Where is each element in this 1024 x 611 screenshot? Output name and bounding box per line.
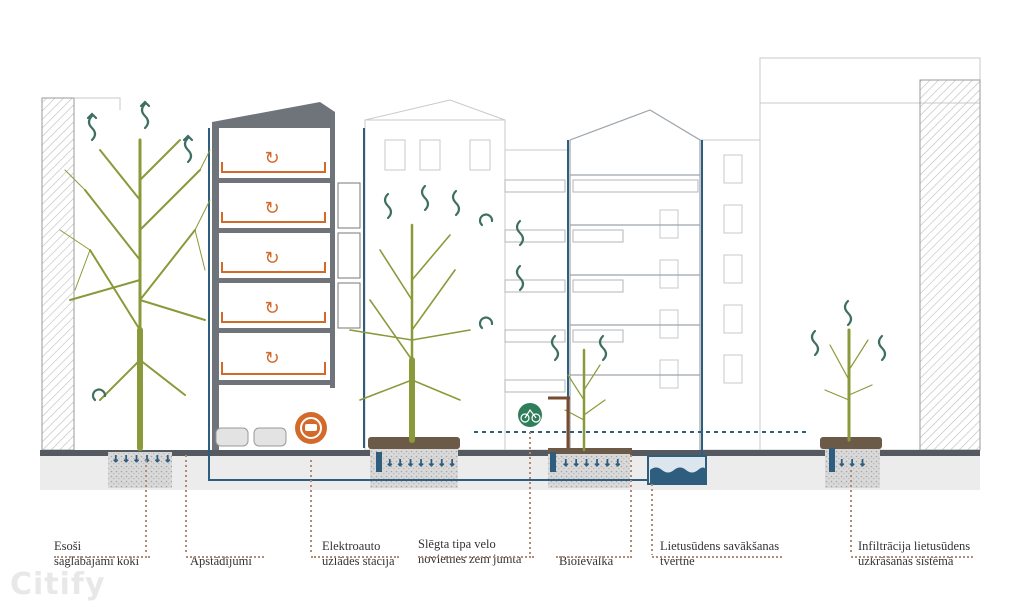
label-bike-parking-line1: Slēgta tipa velo — [418, 537, 496, 551]
label-bioswale: Bioievalka — [559, 539, 613, 569]
tree-middle — [349, 223, 471, 443]
svg-text:↓ ↓ ↓ ↓ ↓ ↓: ↓ ↓ ↓ ↓ ↓ ↓ — [562, 459, 622, 469]
watermark-logo: Citify — [10, 567, 106, 602]
label-trees-line1: Esoši — [54, 539, 82, 553]
label-trees-underline — [54, 556, 150, 558]
left-building-section: ↻ ↻ ↻ ↻ ↻ — [212, 102, 361, 450]
label-ev-charging-underline — [311, 556, 399, 558]
label-rain-tank-underline — [652, 556, 782, 558]
label-bioswale-underline — [556, 556, 632, 558]
label-rain-tank: Lietusūdens savākšanas tvertne — [660, 524, 779, 584]
ev-charging-icon — [295, 412, 327, 444]
label-ev-charging: Elektroauto uzlādes stacija — [322, 524, 395, 584]
svg-text:↻: ↻ — [264, 348, 279, 369]
air-flow-icons — [86, 100, 887, 402]
label-bike-parking-line2: novietnes zem jumta — [418, 552, 522, 566]
svg-text:↓ ↓ ↓ ↓ ↓ ↓ ↓: ↓ ↓ ↓ ↓ ↓ ↓ ↓ — [386, 459, 456, 469]
infiltration-arrows: ↓ ↓ ↓ ↓ ↓ ↓ ↓ ↓ ↓ ↓ ↓ ↓ ↓ ↓ ↓ ↓ ↓ ↓ ↓ ↓ … — [112, 455, 867, 470]
svg-text:↻: ↻ — [264, 248, 279, 269]
balconies — [504, 179, 699, 393]
svg-text:↻: ↻ — [264, 148, 279, 169]
svg-text:↻: ↻ — [264, 298, 279, 319]
ground — [40, 446, 980, 490]
label-infiltration: Infiltrācija lietusūdens uzkrāšanas sist… — [858, 524, 970, 584]
background-buildings — [41, 57, 981, 451]
label-bike-parking-underline — [418, 556, 534, 558]
label-infiltration-underline — [851, 556, 973, 558]
recycle-icon: ↻ ↻ ↻ ↻ ↻ — [264, 148, 279, 369]
facade-windows — [384, 139, 743, 389]
parked-cars — [215, 427, 287, 447]
label-ev-charging-line1: Elektroauto — [322, 539, 381, 553]
svg-text:↓ ↓ ↓: ↓ ↓ ↓ — [838, 459, 866, 469]
label-infiltration-line1: Infiltrācija lietusūdens — [858, 539, 971, 553]
label-planting-underline — [186, 556, 264, 558]
right-building-section — [569, 109, 701, 450]
label-bike-parking: Slēgta tipa velo novietnes zem jumta — [418, 522, 521, 582]
tree-left-large — [59, 138, 211, 451]
label-planting: Apstādījumi — [190, 539, 252, 569]
tree-right — [824, 328, 873, 442]
planters — [368, 437, 882, 454]
svg-text:↓ ↓ ↓ ↓ ↓ ↓: ↓ ↓ ↓ ↓ ↓ ↓ — [112, 455, 172, 465]
tree-bioswale — [564, 348, 606, 452]
bike-shelter — [518, 396, 570, 448]
leader-lines — [145, 432, 852, 555]
svg-text:↻: ↻ — [264, 198, 279, 219]
label-rain-tank-line1: Lietusūdens savākšanas — [660, 539, 780, 553]
infiltration-blocks — [376, 448, 835, 472]
